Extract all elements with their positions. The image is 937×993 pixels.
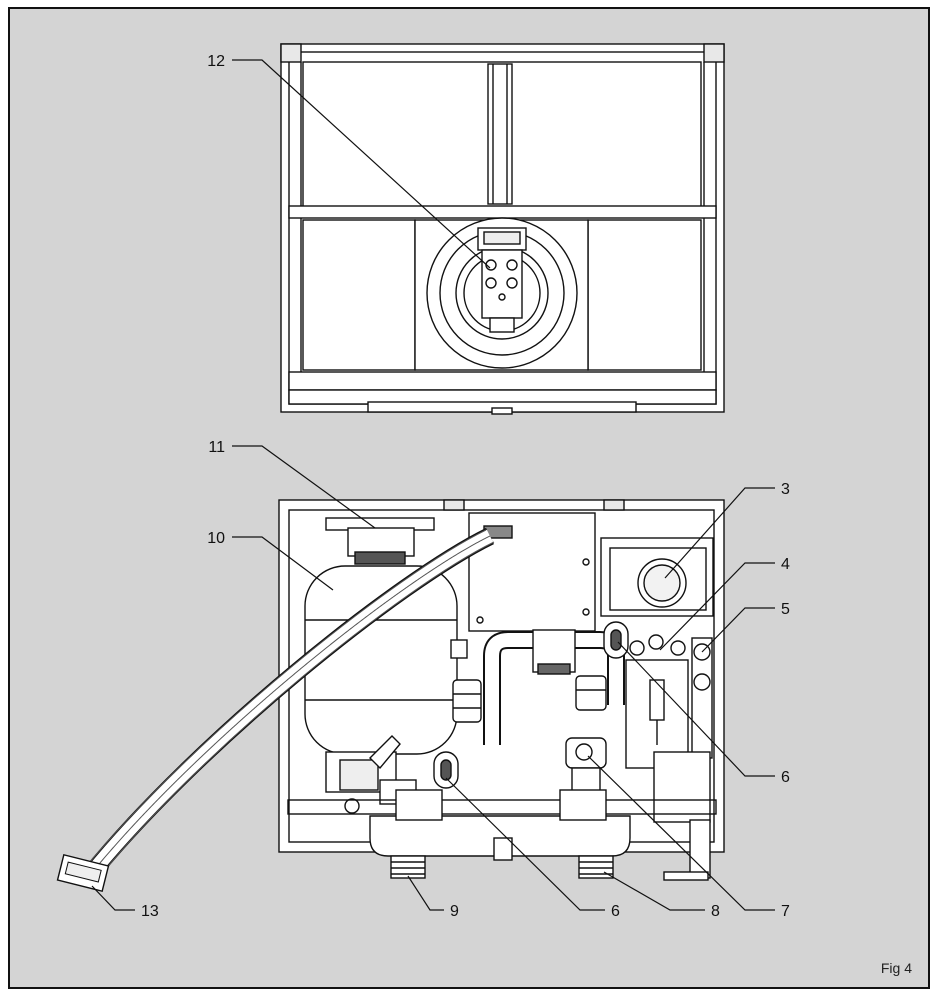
top-unit bbox=[280, 43, 725, 415]
figure-caption: Fig 4 bbox=[881, 960, 912, 976]
callout-7: 7 bbox=[781, 903, 790, 920]
callout-11: 11 bbox=[208, 439, 225, 456]
callout-8: 8 bbox=[711, 903, 720, 920]
callout-5: 5 bbox=[781, 601, 790, 618]
wire-harness bbox=[56, 527, 495, 893]
bottom-unit bbox=[278, 499, 725, 881]
callout-9: 9 bbox=[450, 903, 459, 920]
callout-13: 13 bbox=[141, 903, 159, 920]
callout-4: 4 bbox=[781, 556, 790, 573]
callout-12: 12 bbox=[207, 53, 225, 70]
callout-6-right: 6 bbox=[781, 769, 790, 786]
callout-6-bottom: 6 bbox=[611, 903, 620, 920]
leader-lines bbox=[91, 59, 775, 911]
callout-10: 10 bbox=[207, 530, 225, 547]
callout-3: 3 bbox=[781, 481, 790, 498]
